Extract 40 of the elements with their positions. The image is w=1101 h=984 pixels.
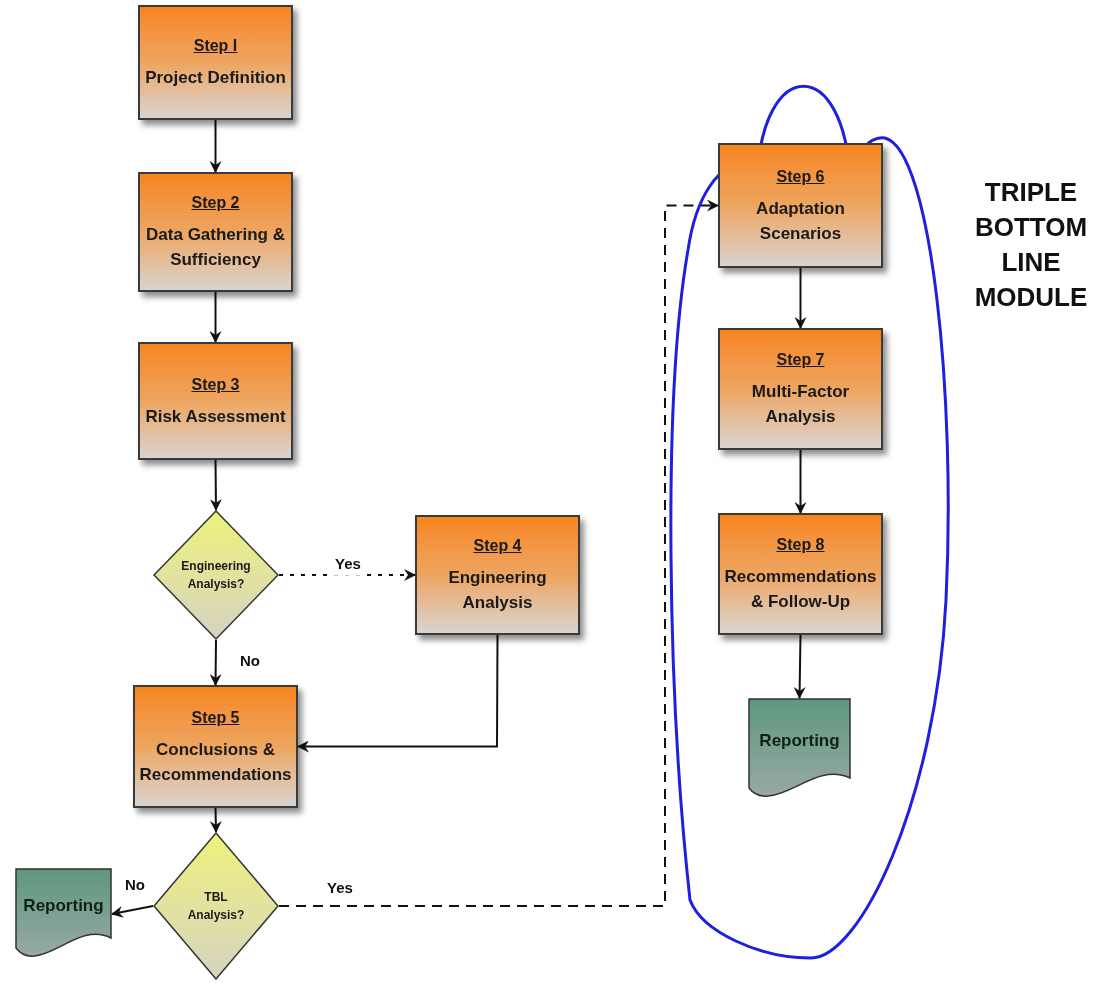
step-heading: Step 8 [776,535,825,556]
step-label: Project Definition [145,67,286,90]
document-label: Reporting [759,730,840,753]
step-label: Engineering Analysis [447,567,548,614]
process-box [133,685,298,808]
arrow [794,449,807,514]
step-heading: Step 6 [776,166,825,187]
step-heading: Step 4 [473,536,522,557]
module-title: TRIPLE BOTTOM LINE MODULE [973,176,1089,315]
step-label: Data Gathering & Sufficiency [145,224,286,271]
arrow [209,291,222,343]
process-box [718,328,883,450]
process-box [718,143,883,268]
step-heading: Step 2 [191,193,240,214]
step-heading: Step 7 [776,350,825,371]
step-label: Conclusions & Recommendations [139,738,292,786]
arrow [209,119,222,173]
arrow [111,905,154,918]
arrow [793,634,806,699]
step-heading: Step 3 [191,374,240,395]
process-box [138,5,293,120]
arrow [209,639,222,686]
step-label: Adaptation Scenarios [755,197,846,245]
decision-label: Engineering Analysis? [180,558,252,593]
process-box [718,513,883,635]
step-heading: Step I [193,36,238,57]
arrow [278,199,719,907]
step-label: Multi-Factor Analysis [750,381,851,428]
step-label: Recommendations & Follow-Up [724,566,877,613]
arrow [209,807,222,833]
arrow [209,459,222,511]
document-label: Reporting [23,895,104,918]
process-box [415,515,580,635]
step-heading: Step 5 [191,707,240,728]
arrow [794,267,807,329]
decision-label: TBL Analysis? [186,889,246,924]
process-box [138,342,293,460]
step-label: Risk Assessment [145,405,286,428]
arrow [297,634,499,753]
process-box [138,172,293,292]
